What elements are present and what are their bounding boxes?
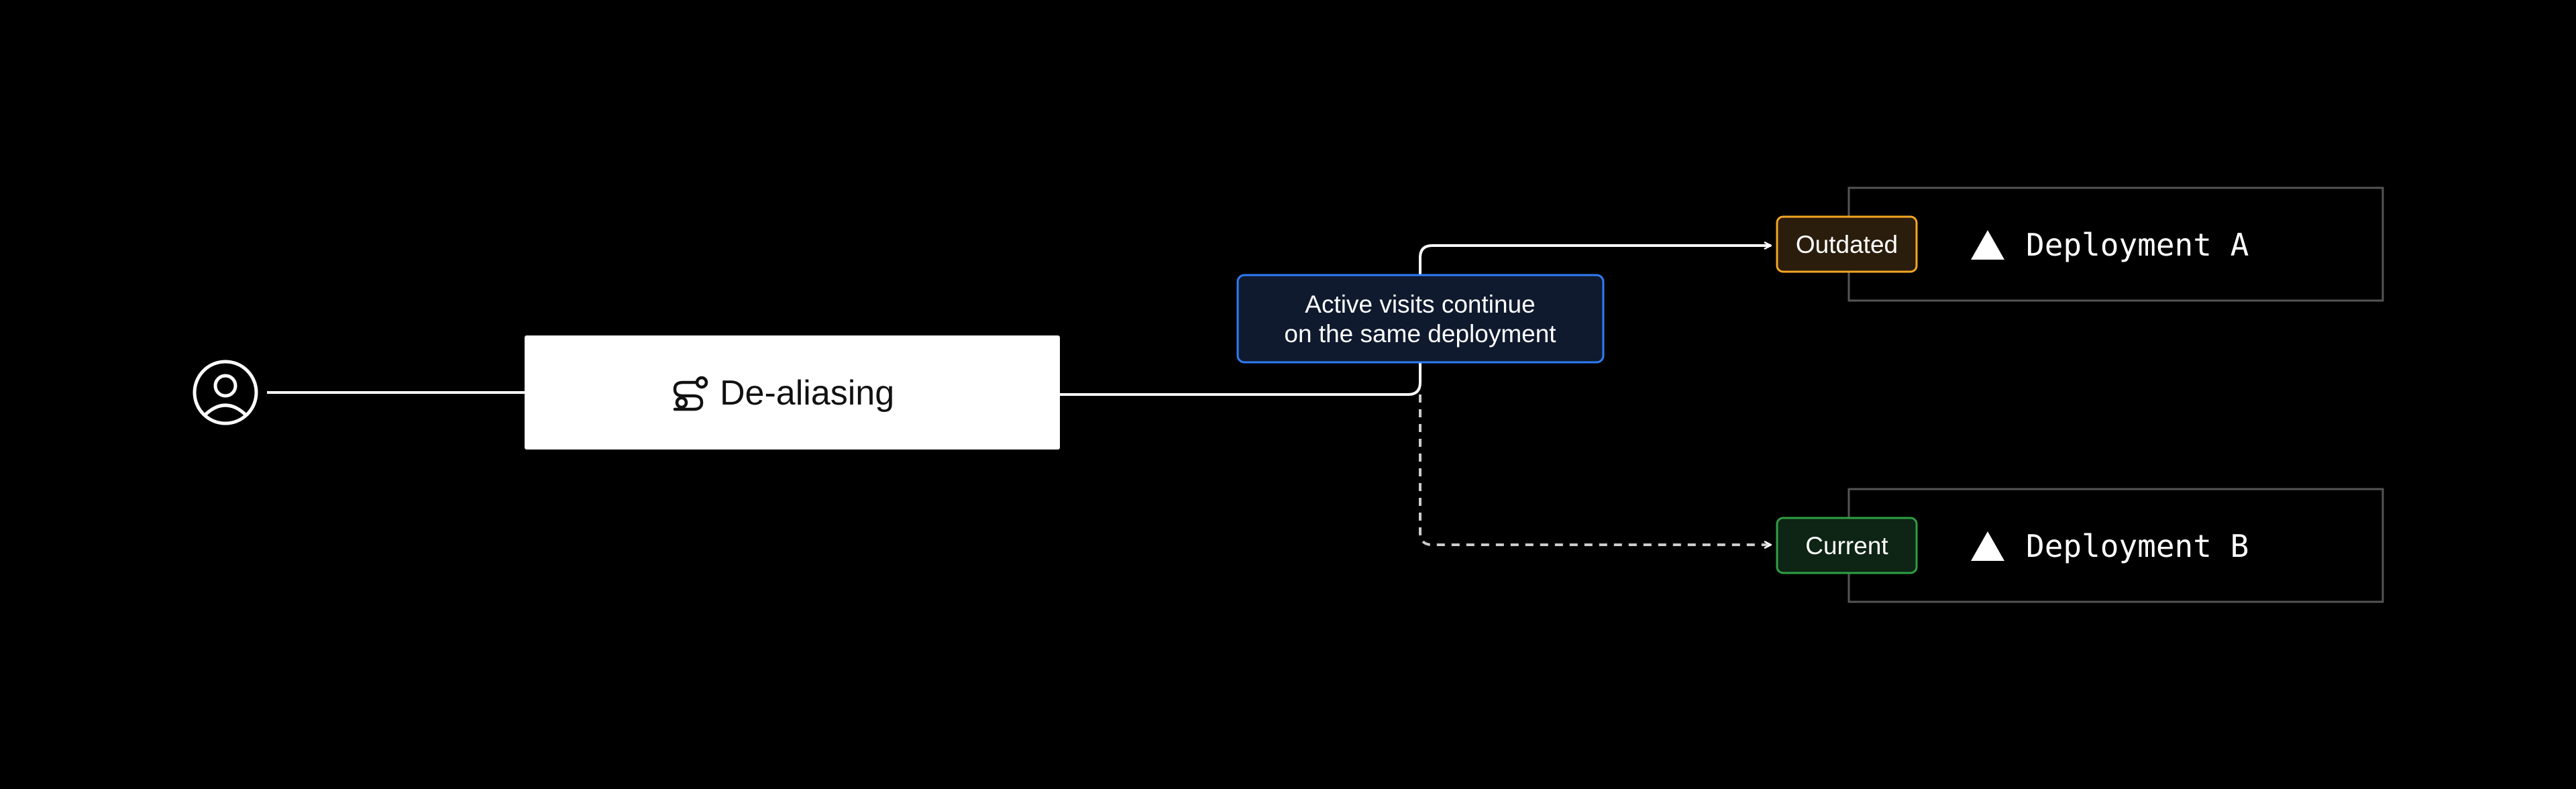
connector-dealiasing-to-deployment-b bbox=[1419, 394, 1771, 545]
user-icon bbox=[193, 360, 258, 425]
route-icon bbox=[673, 376, 708, 411]
dealiasing-box bbox=[525, 335, 1060, 450]
deployment-b-node: Current Deployment B bbox=[1776, 488, 2384, 603]
callout-line-1: Active visits continue bbox=[1305, 291, 1535, 318]
badge-outdated-box bbox=[1776, 215, 1918, 273]
badge-outdated: Outdated bbox=[1796, 231, 1898, 258]
triangle-icon bbox=[1971, 531, 2004, 561]
dealiasing-label: De-aliasing bbox=[720, 374, 894, 413]
deployment-a-node: Outdated Deployment A bbox=[1776, 187, 2384, 302]
triangle-icon bbox=[1971, 230, 2004, 260]
user-icon-head bbox=[213, 374, 237, 398]
badge-current: Current bbox=[1805, 532, 1888, 560]
callout-box bbox=[1236, 274, 1605, 364]
user-node bbox=[193, 360, 258, 425]
callout-line-2: on the same deployment bbox=[1284, 320, 1556, 348]
dealiasing-node: De-aliasing bbox=[525, 335, 1060, 450]
badge-current-box bbox=[1776, 517, 1918, 574]
callout-active-visits: Active visits continue on the same deplo… bbox=[1236, 274, 1605, 364]
user-icon-body bbox=[204, 403, 247, 416]
deployment-a-label: Deployment A bbox=[2026, 227, 2249, 263]
deployment-b-label: Deployment B bbox=[2026, 528, 2249, 564]
